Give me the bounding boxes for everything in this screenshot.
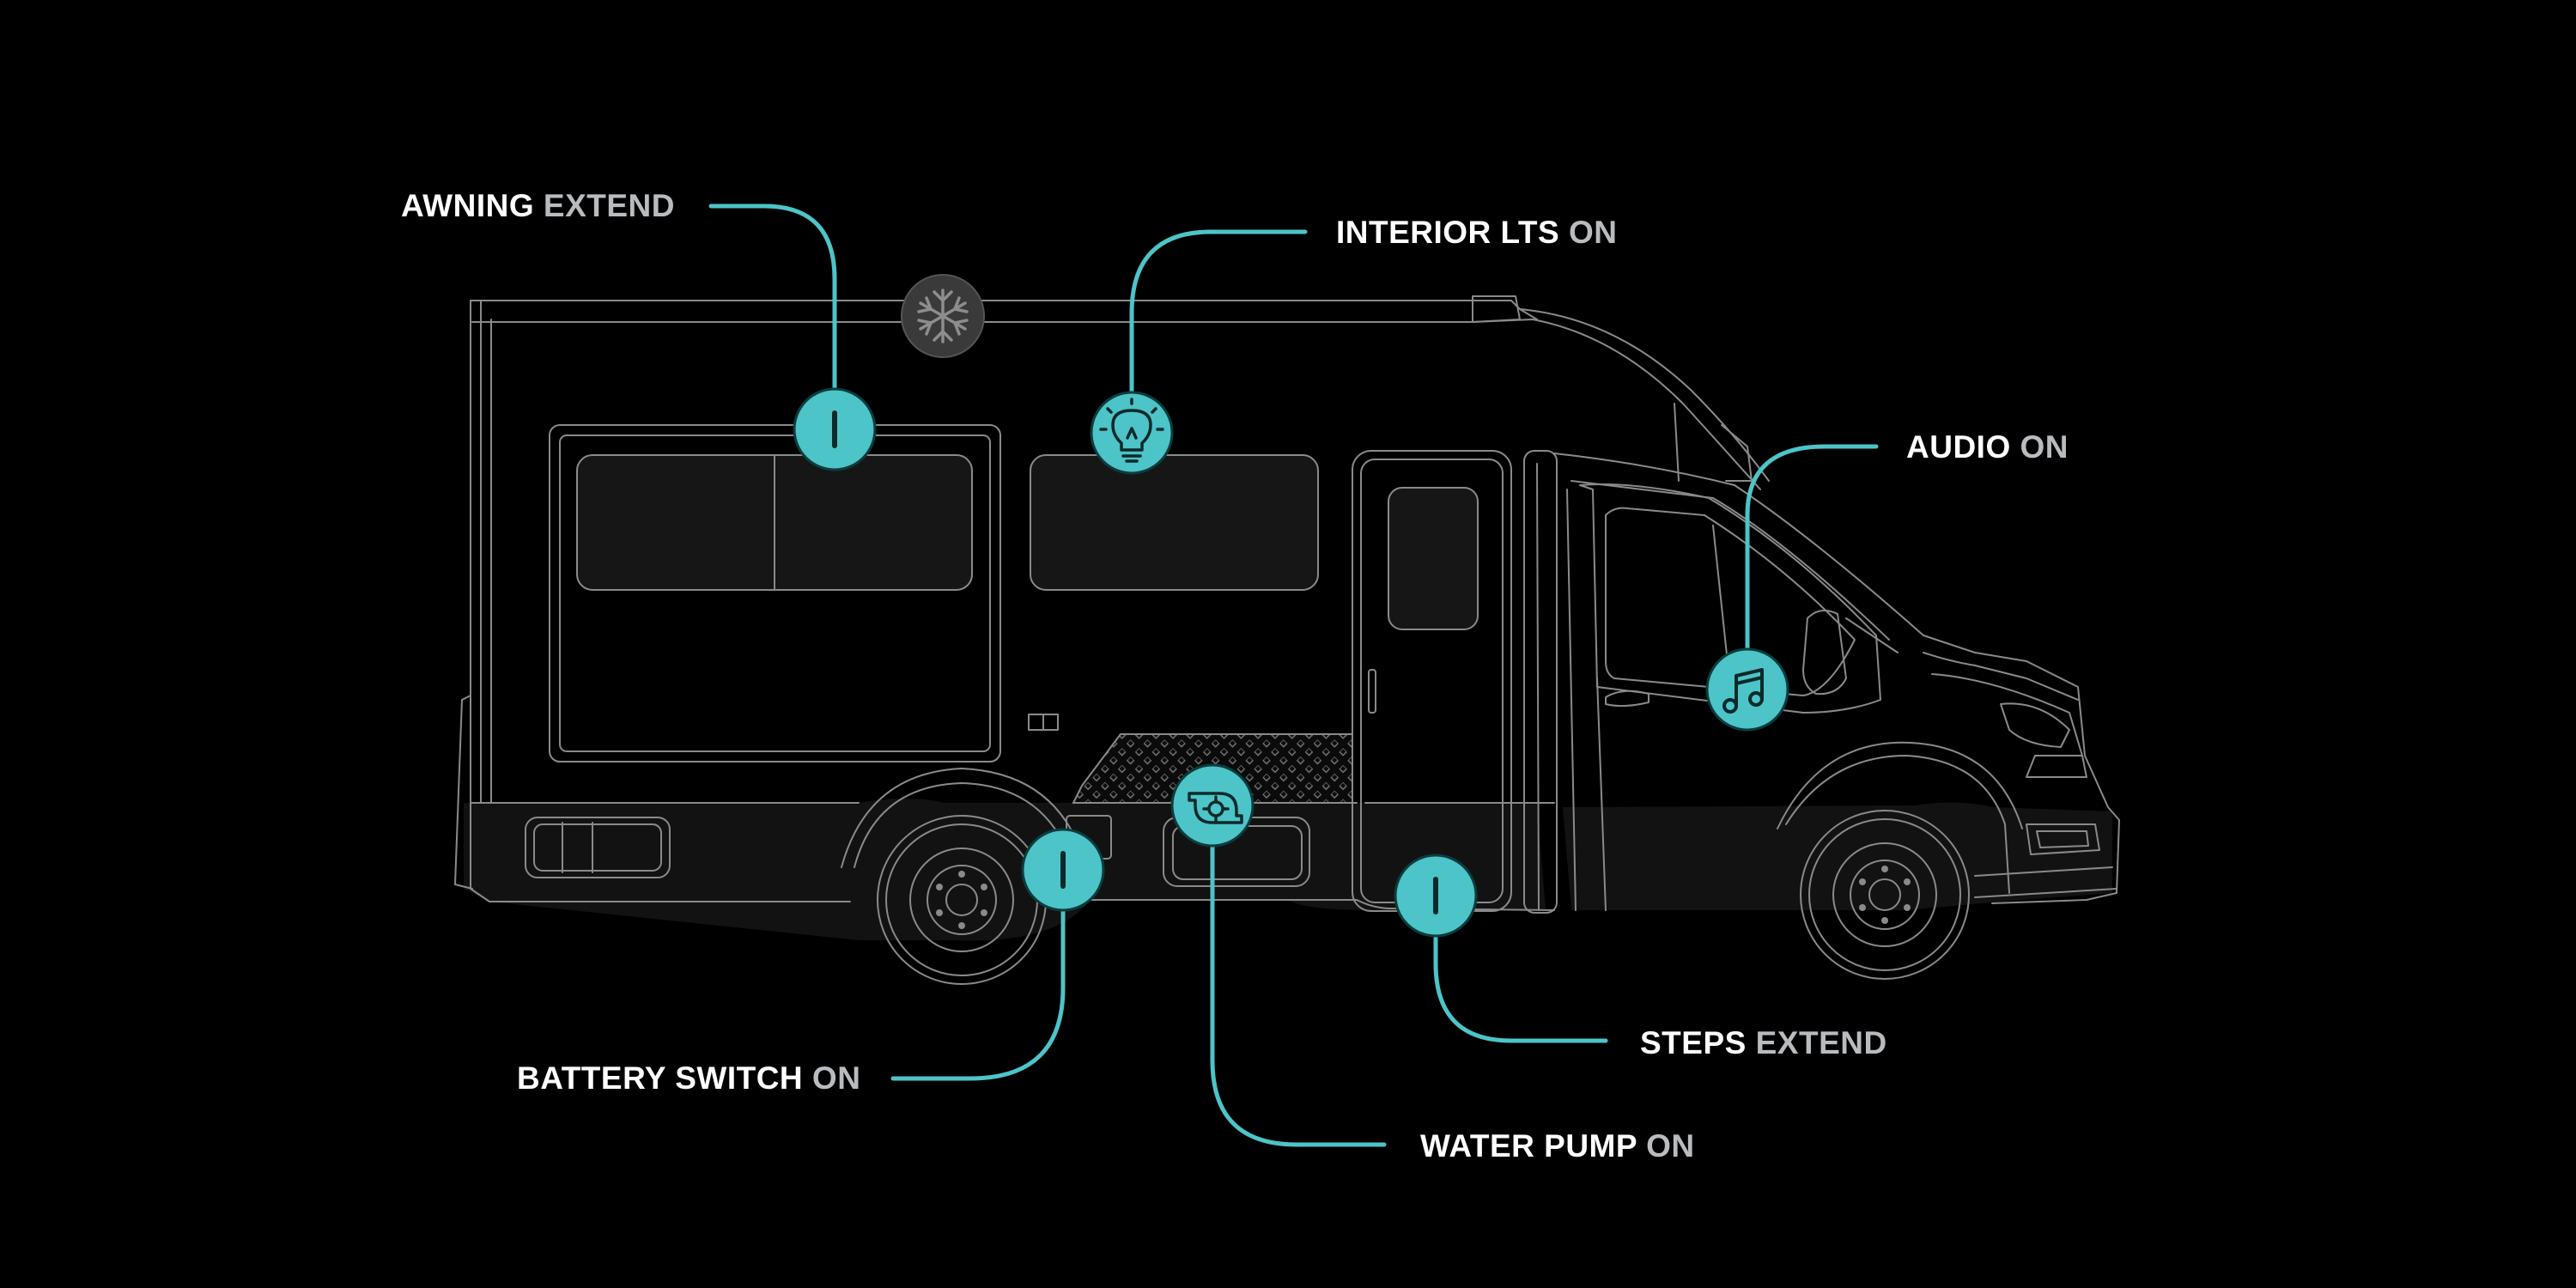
awning-label: AWNING EXTEND <box>401 190 675 222</box>
steps-label: STEPS EXTEND <box>1640 1027 1887 1059</box>
audio-control-button[interactable] <box>1705 647 1789 732</box>
toggle-bar-icon <box>832 410 837 448</box>
battery-switch-label-name: BATTERY SWITCH <box>517 1060 804 1096</box>
steps-label-name: STEPS <box>1640 1025 1747 1060</box>
water-pump-leader-line <box>1210 843 1387 1147</box>
steps-label-state: EXTEND <box>1755 1025 1887 1060</box>
awning-label-name: AWNING <box>401 188 535 223</box>
water-pump-label-name: WATER PUMP <box>1420 1128 1637 1163</box>
steps-control-button[interactable] <box>1394 854 1478 938</box>
water-pump-icon <box>1188 792 1243 824</box>
music-note-icon <box>1722 668 1764 714</box>
battery-switch-control-button[interactable] <box>1021 828 1105 912</box>
interior-lights-label: INTERIOR LTS ON <box>1336 216 1617 248</box>
snowflake-icon <box>917 289 969 343</box>
interior-lights-leader-line <box>1129 229 1308 396</box>
awning-control-button[interactable] <box>793 387 877 471</box>
battery-switch-label-state: ON <box>811 1060 861 1096</box>
awning-label-state: EXTEND <box>543 188 675 223</box>
water-pump-label: WATER PUMP ON <box>1420 1130 1695 1162</box>
interior-lights-control-button[interactable] <box>1090 391 1174 475</box>
rv-vehicle-outline <box>454 295 2120 985</box>
audio-leader-line <box>1745 444 1879 655</box>
audio-label-name: AUDIO <box>1906 429 2011 465</box>
air-conditioner-control[interactable] <box>901 274 985 358</box>
audio-label: AUDIO ON <box>1906 431 2069 463</box>
awning-leader-line <box>708 204 837 393</box>
water-pump-control-button[interactable] <box>1170 763 1255 848</box>
toggle-bar-icon <box>1060 851 1066 889</box>
interior-lights-label-state: ON <box>1568 215 1618 250</box>
audio-label-state: ON <box>2020 429 2069 465</box>
battery-switch-leader-line <box>890 908 1066 1081</box>
water-pump-label-state: ON <box>1646 1128 1695 1163</box>
battery-switch-label: BATTERY SWITCH ON <box>517 1062 860 1094</box>
toggle-bar-icon <box>1433 877 1438 914</box>
light-bulb-icon <box>1099 398 1164 463</box>
steps-leader-line <box>1433 933 1608 1043</box>
interior-lights-label-name: INTERIOR LTS <box>1336 215 1560 250</box>
